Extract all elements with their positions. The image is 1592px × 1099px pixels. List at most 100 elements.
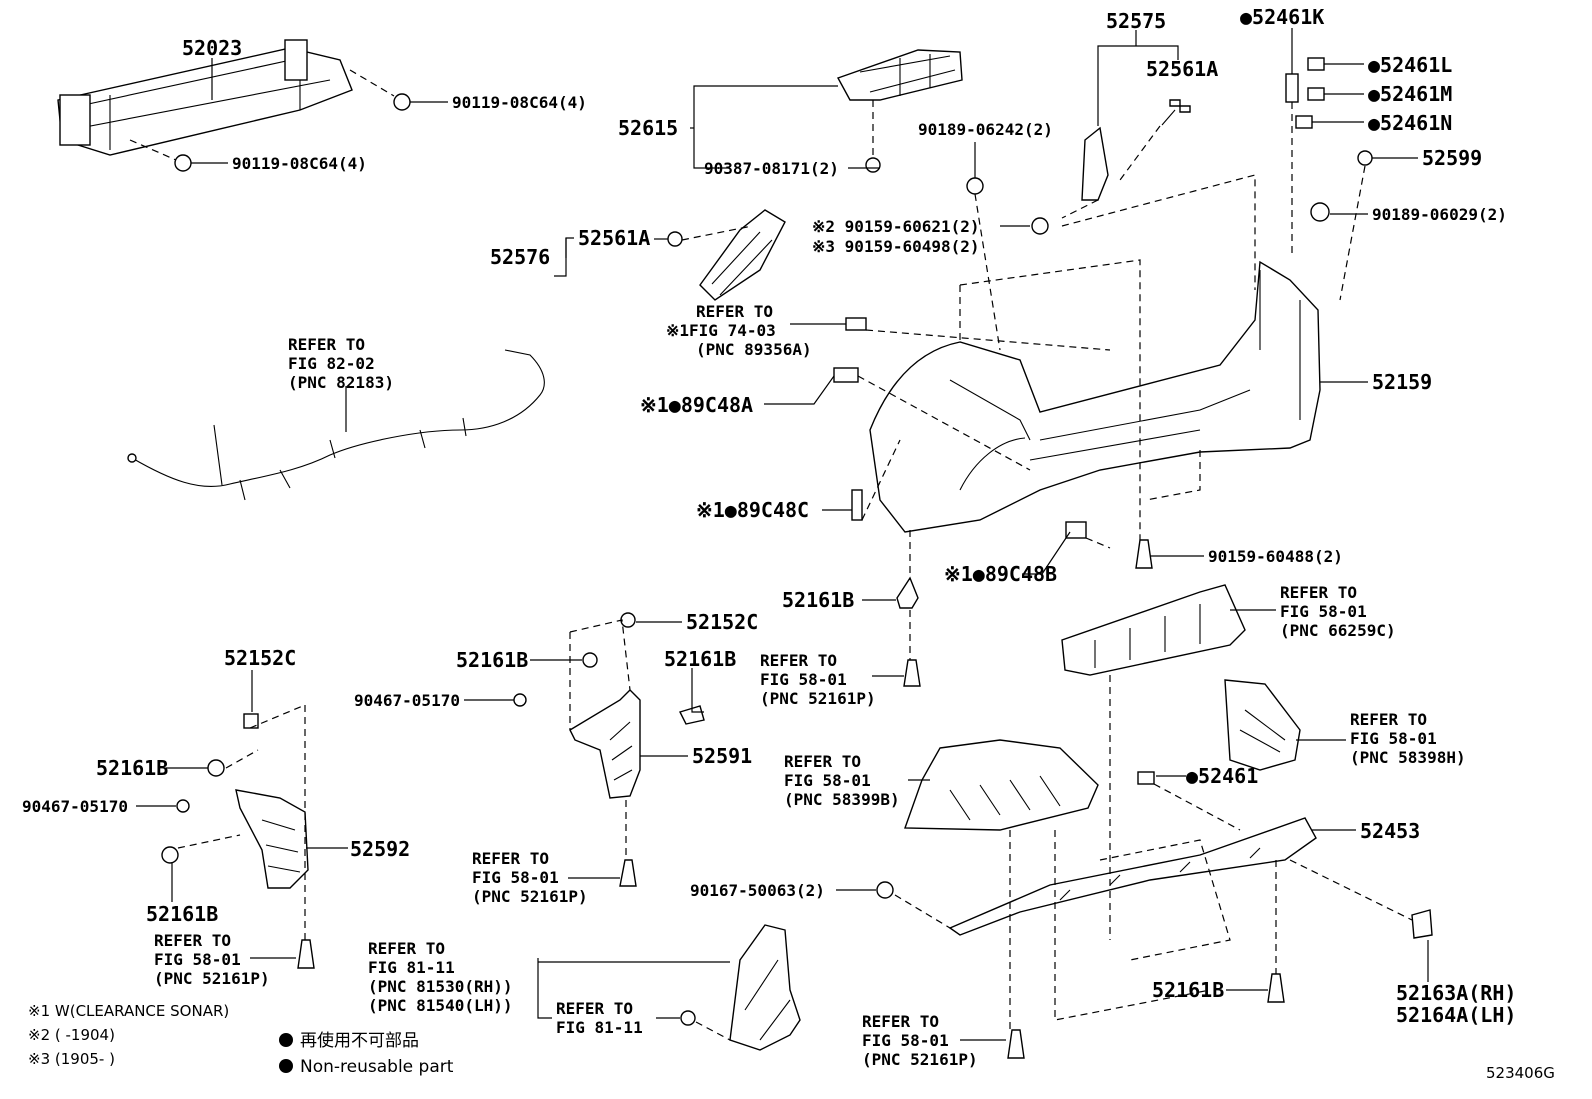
- refer-label: (PNC 52161P): [154, 969, 270, 988]
- refer-label: FIG 58-01: [1280, 602, 1367, 621]
- refer-label: (PNC 58399B): [784, 790, 900, 809]
- refer-label: REFER TO: [288, 335, 365, 354]
- refer-label: (PNC 81530(RH)): [368, 977, 513, 996]
- refer-label: (PNC 66259C): [1280, 621, 1396, 640]
- diagram-id: 523406G: [1486, 1064, 1555, 1082]
- part-number-label: ●52461L: [1368, 53, 1452, 77]
- refer-label: FIG 58-01: [862, 1031, 949, 1050]
- wire-harness: [127, 349, 545, 501]
- part-number-label: ※1●89C48A: [640, 393, 753, 417]
- refer-label: REFER TO: [862, 1012, 939, 1031]
- part-number-label: 52023: [182, 36, 242, 60]
- part-number-label: 52161B: [146, 902, 218, 926]
- nut-icon: [966, 150, 1373, 235]
- refer-label: REFER TO: [760, 651, 837, 670]
- refer-label: REFER TO: [368, 939, 445, 958]
- part-number-label: 90119-08C64(4): [452, 93, 587, 112]
- refer-label: (PNC 52161P): [472, 887, 588, 906]
- part-number-label: 52561A: [1146, 57, 1218, 81]
- retainer-52615: [836, 49, 963, 173]
- pin-clip-icon: [297, 539, 1285, 1059]
- legend: 再使用不可部品 Non-reusable part: [279, 1030, 454, 1077]
- bumper-cover-52159: [869, 260, 1321, 533]
- legend-label-en: Non-reusable part: [300, 1057, 454, 1077]
- part-number-label: 52161B: [782, 588, 854, 612]
- part-number-label: 52152C: [224, 646, 296, 670]
- refer-label: FIG 58-01: [1350, 729, 1437, 748]
- footnote: ※1 W(CLEARANCE SONAR): [28, 1002, 229, 1020]
- part-number-label: ※1●89C48C: [696, 498, 809, 522]
- part-number-label: 52161B: [456, 648, 528, 672]
- refer-label: FIG 81-11: [368, 958, 455, 977]
- part-number-label: 90159-60488(2): [1208, 547, 1343, 566]
- refer-label: FIG 81-11: [556, 1018, 643, 1037]
- part-number-label: 52615: [618, 116, 678, 140]
- assembly-lines: [129, 69, 1413, 1041]
- part-number-label: ※2 90159-60621(2): [812, 217, 980, 236]
- part-number-label: 52599: [1422, 146, 1482, 170]
- refer-label: FIG 58-01: [760, 670, 847, 689]
- refer-label: REFER TO: [1280, 583, 1357, 602]
- footnote: ※2 ( -1904): [28, 1026, 115, 1044]
- part-number-label: 52576: [490, 245, 550, 269]
- refer-label: (PNC 58398H): [1350, 748, 1466, 767]
- part-number-label: 52591: [692, 744, 752, 768]
- part-number-label: 52161B: [664, 647, 736, 671]
- refer-label: (PNC 82183): [288, 373, 394, 392]
- part-number-label: 90467-05170: [354, 691, 460, 710]
- refer-label: FIG 82-02: [288, 354, 375, 373]
- part-number-label: 90167-50063(2): [690, 881, 825, 900]
- refer-label: REFER TO: [154, 931, 231, 950]
- part-number-label: ※3 90159-60498(2): [812, 237, 980, 256]
- refer-label: (PNC 52161P): [760, 689, 876, 708]
- refer-label: REFER TO: [696, 302, 773, 321]
- bracket-52591: [513, 612, 705, 799]
- protector-66259C: [1061, 584, 1246, 676]
- legend-label-jp: 再使用不可部品: [300, 1030, 419, 1051]
- reinforcement-beam-52023: [57, 39, 353, 156]
- footnotes: ※1 W(CLEARANCE SONAR) ※2 ( -1904) ※3 (19…: [28, 1002, 229, 1068]
- part-58399B: [904, 739, 1099, 831]
- part-number-label: ●52461: [1186, 764, 1258, 788]
- part-58398H: [1224, 679, 1301, 771]
- part-number-label: 90387-08171(2): [704, 159, 839, 178]
- leader-lines: [136, 28, 1429, 1041]
- part-number-label: 90189-06029(2): [1372, 205, 1507, 224]
- refer-label: REFER TO: [784, 752, 861, 771]
- part-number-label: 52561A: [578, 226, 650, 250]
- part-number-label: 52161B: [96, 756, 168, 780]
- part-number-label: ●52461N: [1368, 111, 1452, 135]
- lower-garnish-52453: [876, 817, 1433, 939]
- refer-label: REFER TO: [556, 999, 633, 1018]
- part-number-label: 90189-06242(2): [918, 120, 1053, 139]
- part-number-label: 52159: [1372, 370, 1432, 394]
- refer-label: FIG 58-01: [784, 771, 871, 790]
- non-reusable-dot-icon: [279, 1059, 293, 1073]
- refer-label: FIG 58-01: [472, 868, 559, 887]
- bracket-52575: [1081, 99, 1191, 201]
- non-reusable-dot-icon: [279, 1033, 293, 1047]
- refer-label: ※1FIG 74-03: [666, 321, 776, 340]
- part-number-label: ●52461M: [1368, 82, 1452, 106]
- part-number-label: ※1●89C48B: [944, 562, 1057, 586]
- refer-label: REFER TO: [1350, 710, 1427, 729]
- part-number-label: 52592: [350, 837, 410, 861]
- part-number-label: 52161B: [1152, 978, 1224, 1002]
- refer-label: (PNC 81540(LH)): [368, 996, 513, 1015]
- sonar-parts: [833, 317, 1087, 539]
- footnote: ※3 (1905- ): [28, 1050, 115, 1068]
- bracket-52592: [161, 713, 309, 889]
- refer-label: (PNC 52161P): [862, 1050, 978, 1069]
- part-labels: 52023 90119-08C64(4) 90119-08C64(4) 5261…: [22, 5, 1516, 1069]
- part-number-label: 90119-08C64(4): [232, 154, 367, 173]
- part-number-label: 52163A(RH): [1396, 981, 1516, 1005]
- bracket-52576: [667, 209, 786, 301]
- part-number-label: ●52461K: [1240, 5, 1324, 29]
- refer-label: REFER TO: [472, 849, 549, 868]
- part-number-label: 90467-05170: [22, 797, 128, 816]
- part-number-label: 52164A(LH): [1396, 1003, 1516, 1027]
- part-number-label: 52575: [1106, 9, 1166, 33]
- clip-icon: [1137, 771, 1155, 785]
- part-number-label: 52152C: [686, 610, 758, 634]
